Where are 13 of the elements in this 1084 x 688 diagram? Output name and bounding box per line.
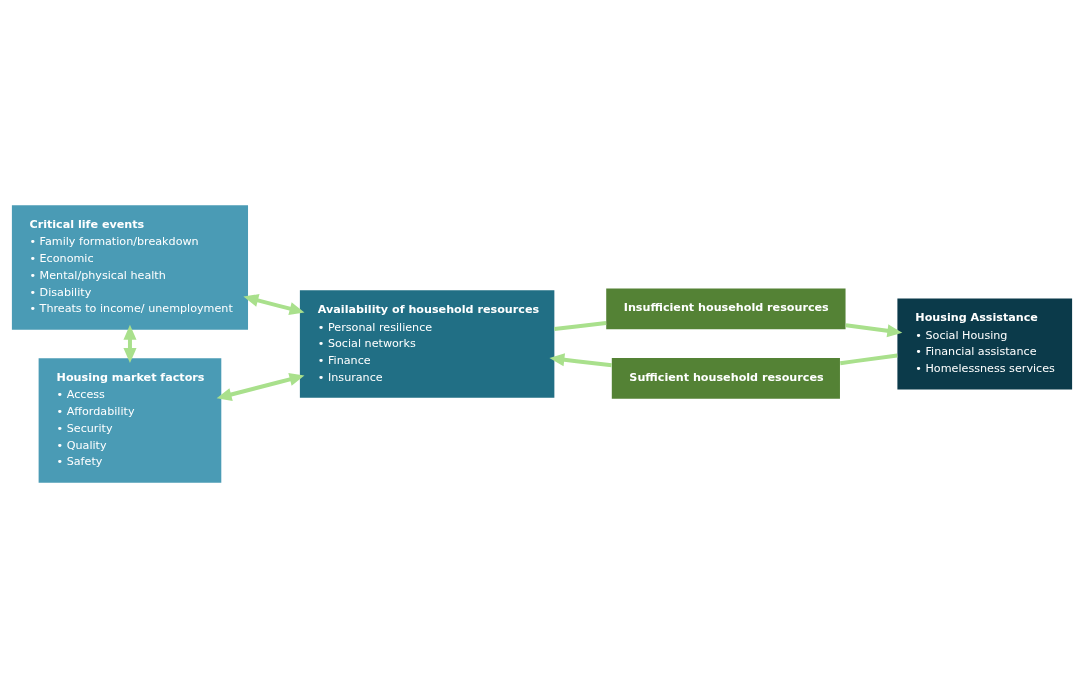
arrow xyxy=(845,323,903,338)
arrow xyxy=(123,324,137,364)
node-box: Sufficient household resources xyxy=(611,357,840,399)
arrow xyxy=(549,353,612,368)
node-box: Housing market factors • Access • Affordability • Security • Quality • Safety xyxy=(38,358,222,483)
node-box: Housing Assistance • Social Housing • Financial assistance • Homelessness services xyxy=(897,298,1073,390)
arrow xyxy=(243,294,305,315)
arrow xyxy=(216,373,305,401)
connector xyxy=(554,320,607,332)
connector xyxy=(840,353,898,366)
node-box: Insufficient household resources xyxy=(606,288,846,330)
node-box: Availability of household resources • Personal resilience • Social networks • Finance • Insurance xyxy=(299,290,555,398)
node-box: Critical life events • Family formation/breakdown • Economic • Mental/physical health • Disability • Threats to income/ unemployment xyxy=(11,205,249,330)
